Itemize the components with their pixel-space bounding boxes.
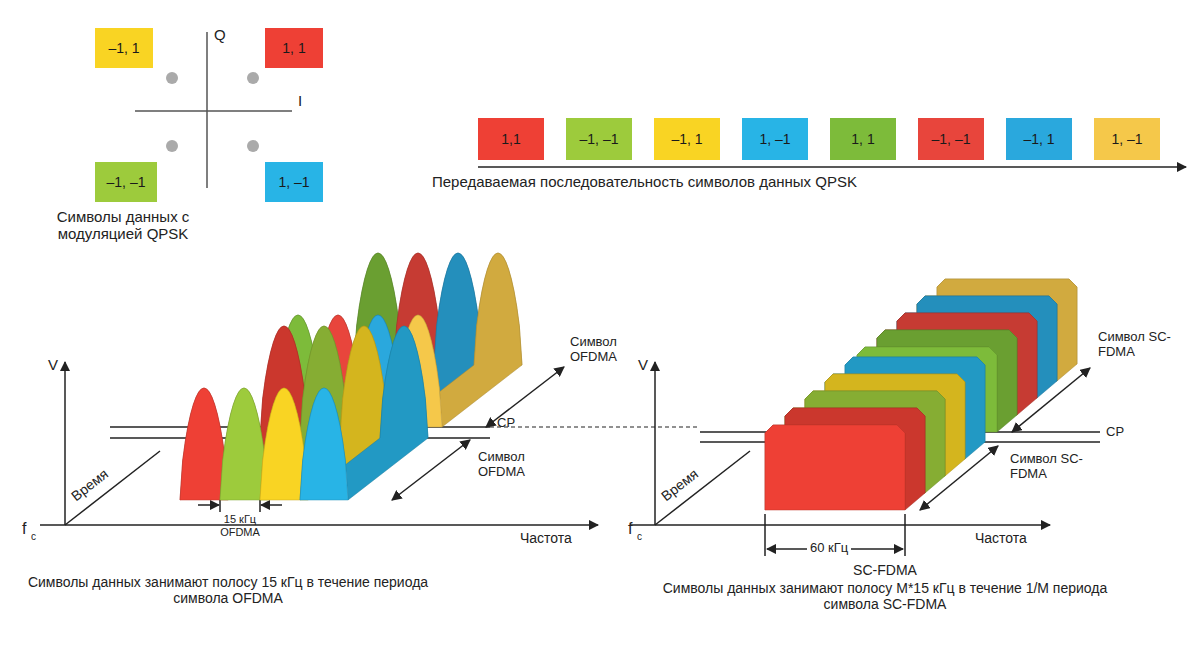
symbol-value: –1, 1 [1023, 131, 1054, 147]
axis-label: I [298, 92, 302, 109]
constellation-symbol: –1, 1 [95, 28, 153, 68]
scfdma-slice [765, 425, 905, 510]
symbol-value: –1, –1 [107, 174, 146, 190]
sequence-symbol: –1, –1 [566, 118, 632, 160]
scfdma-slice [765, 408, 925, 510]
qpsk-point [247, 72, 259, 84]
time-axis [655, 451, 750, 525]
qpsk-point [247, 140, 259, 152]
axis-label: c [31, 531, 36, 543]
symbol-value: –1, –1 [580, 131, 619, 147]
sequence-symbol: –1, 1 [654, 118, 720, 160]
axis-label: c [637, 531, 642, 543]
symbol-value: 1, 1 [282, 40, 305, 56]
figure-caption: Символы данных с модуляцией QPSK [28, 208, 218, 243]
spectrum-solids [180, 253, 1077, 510]
q-axis [206, 32, 208, 188]
symbol-value: 1, –1 [1111, 131, 1142, 147]
sequence-symbol: 1, –1 [742, 118, 808, 160]
ofdma-subcarrier [260, 388, 308, 500]
symbol-value: –1, –1 [932, 131, 971, 147]
qpsk-point [166, 140, 178, 152]
constellation-symbol: –1, –1 [95, 162, 157, 202]
ofdma-subcarrier [180, 326, 308, 500]
figure-caption: SC-FDMA [660, 562, 1110, 578]
frequency-axis [630, 524, 1050, 526]
bandwidth-tick [904, 514, 906, 556]
cp-dashed-link [490, 426, 700, 427]
v-axis [64, 362, 66, 525]
frequency-axis [40, 524, 598, 526]
i-axis [135, 110, 292, 112]
bandwidth-arrow [261, 504, 282, 506]
bandwidth-arrow [198, 504, 219, 506]
symbol-value: –1, 1 [671, 131, 702, 147]
symbol-value: 1, –1 [759, 131, 790, 147]
symbol-value: 1, 1 [851, 131, 874, 147]
constellation-points [166, 72, 259, 152]
sequence-arrow [478, 166, 1186, 168]
ofdma-subcarrier [220, 326, 348, 500]
symbol-value: 1,1 [501, 131, 520, 147]
symbol-label: Символ SC-FDMA [1010, 452, 1090, 482]
cp-label: CP [497, 416, 515, 431]
figure-caption: Символы данных занимают полосу 15 кГц в … [8, 574, 448, 606]
figure-caption: Символы данных занимают полосу M*15 кГц … [660, 580, 1110, 612]
axis-label: Q [214, 26, 226, 43]
ofdma-subcarrier [180, 388, 228, 500]
symbol-label: Символ SC-FDMA [1098, 330, 1178, 360]
bandwidth-tick [764, 514, 766, 556]
sequence-symbol: –1, 1 [1006, 118, 1072, 160]
v-axis [654, 362, 656, 525]
axis-label: Время [658, 465, 701, 504]
ofdma-subcarrier [300, 388, 348, 500]
time-axis [65, 451, 160, 525]
cp-label: CP [1106, 425, 1124, 440]
axis-label: V [48, 356, 58, 373]
figure-caption: Передаваемая последовательность символов… [432, 173, 857, 190]
axis-label: f [22, 520, 26, 538]
constellation-symbol: 1, 1 [265, 28, 323, 68]
symbol-label: Символ OFDMA [570, 335, 632, 365]
sequence-symbol: –1, –1 [918, 118, 984, 160]
bandwidth-label: 15 кГц OFDMA [214, 513, 266, 538]
axis-label: Частота [975, 530, 1027, 546]
sequence-symbol: 1, 1 [830, 118, 896, 160]
ofdma-subcarrier [220, 388, 268, 500]
axis-label: Частота [520, 530, 572, 546]
symbol-value: 1, –1 [278, 174, 309, 190]
qpsk-point [166, 72, 178, 84]
axis-label: f [628, 520, 632, 538]
symbol-label: Символ OFDMA [478, 450, 540, 480]
bandwidth-label: 60 кГц [807, 541, 851, 556]
sequence-symbol: 1,1 [478, 118, 544, 160]
ofdma-subcarrier [300, 326, 428, 500]
constellation-symbol: 1, –1 [265, 162, 323, 202]
sequence-symbol: 1, –1 [1094, 118, 1160, 160]
axis-label: Время [68, 465, 111, 504]
axis-label: V [638, 356, 648, 373]
symbol-value: –1, 1 [108, 40, 139, 56]
